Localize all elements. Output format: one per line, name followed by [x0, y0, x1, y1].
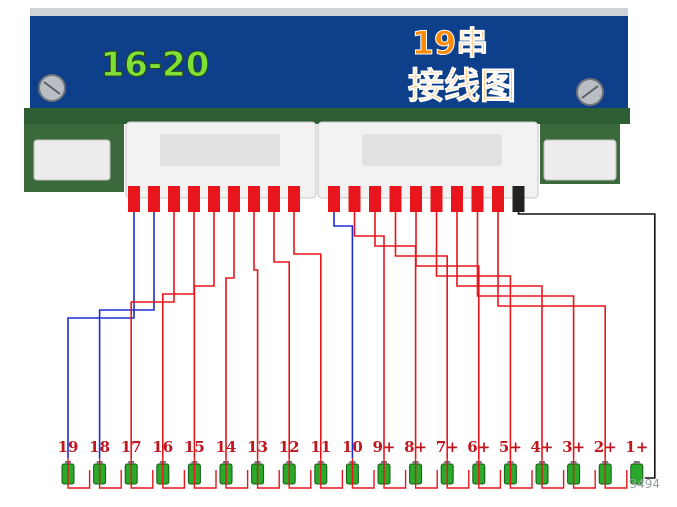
- cell-link-wire: [130, 458, 154, 489]
- connector-pin: [168, 186, 180, 212]
- terminal-label-group: 19 18 17 16 15 14 13 12 11 10 9+ 8+ 7+ 6+ 5+ 4+ 3+ 2+ 1+: [58, 438, 649, 456]
- connector-pin: [228, 186, 240, 212]
- wire-7+: [394, 212, 449, 458]
- connector-pin: [248, 186, 260, 212]
- terminal-label: 12: [279, 438, 300, 456]
- wire-2+: [497, 212, 607, 458]
- wire-18: [98, 212, 155, 458]
- connector-pin: [348, 186, 361, 212]
- board-top-edge: [30, 8, 628, 16]
- board-bottom-pcb: [24, 108, 630, 124]
- connector-pin: [471, 186, 484, 212]
- connector-pin: [208, 186, 220, 212]
- screw-right-slot: [581, 85, 599, 99]
- terminal-label: 8+: [404, 438, 427, 456]
- wire-1+: [517, 212, 656, 479]
- cell-link-wire: [478, 458, 502, 489]
- terminal-label: 16: [152, 438, 173, 456]
- connector-pin: [128, 186, 140, 212]
- wire-group: [67, 186, 656, 479]
- connector-pin: [492, 186, 504, 212]
- terminal-label: 6+: [467, 438, 490, 456]
- screw-left-slot: [43, 81, 61, 95]
- terminal-label: 10: [342, 438, 363, 456]
- cell-link-wire: [162, 458, 186, 489]
- battery-terminal-icon: [633, 461, 640, 464]
- title-series-count: 19串: [412, 24, 489, 62]
- cell-link-wire: [446, 458, 470, 489]
- wire-11: [293, 212, 322, 458]
- wire-3+: [476, 212, 575, 458]
- terminal-label: 4+: [530, 438, 553, 456]
- wire-19: [67, 212, 135, 458]
- connector-pin: [288, 186, 300, 212]
- terminal-label: 11: [310, 438, 331, 456]
- side-connector-left: [33, 139, 111, 181]
- connector-pin: [451, 186, 463, 212]
- wire-15: [193, 212, 215, 458]
- wire-10: [333, 212, 354, 458]
- cell-link-wire: [572, 458, 596, 489]
- cell-link-wire: [351, 458, 375, 489]
- connector-pin: [188, 186, 200, 212]
- terminal-label: 17: [121, 438, 142, 456]
- connector-pin: [369, 186, 381, 212]
- terminal-label: 18: [89, 438, 110, 456]
- terminal-label: 5+: [499, 438, 522, 456]
- wire-4+: [456, 212, 543, 458]
- cell-link-wire: [193, 458, 217, 489]
- cell-link-wire: [67, 458, 91, 489]
- terminal-label: 9+: [372, 438, 395, 456]
- cell-link-wire: [604, 458, 628, 489]
- wire-12: [273, 212, 291, 458]
- wire-16: [162, 212, 195, 458]
- board-surface: [30, 8, 628, 112]
- wire-6+: [415, 212, 480, 458]
- terminal-label: 13: [247, 438, 268, 456]
- wire-5+: [435, 212, 512, 458]
- terminal-label: 2+: [594, 438, 617, 456]
- cell-link-wire: [256, 458, 280, 489]
- watermark-text: 3494: [629, 477, 660, 491]
- cell-link-wire: [225, 458, 249, 489]
- connector-left-latch: [160, 134, 280, 166]
- cell-link-wire: [414, 458, 438, 489]
- terminal-label: 7+: [436, 438, 459, 456]
- cell-link-wire: [541, 458, 565, 489]
- connector-pin: [268, 186, 280, 212]
- connector-pin: [430, 186, 443, 212]
- terminal-label: 15: [184, 438, 205, 456]
- board-label: 16-20: [101, 45, 210, 85]
- terminal-label: 3+: [562, 438, 585, 456]
- cell-link-wire: [509, 458, 533, 489]
- terminal-label: 1+: [625, 438, 648, 456]
- connector-pin: [389, 186, 402, 212]
- wire-17: [130, 212, 175, 458]
- cell-link-wire: [383, 458, 407, 489]
- cell-group: [61, 458, 644, 489]
- wire-13: [253, 212, 259, 458]
- wire-9+: [353, 212, 385, 458]
- cell-link-wire: [98, 458, 122, 489]
- title-wiring-diagram: 接线图: [408, 66, 516, 107]
- connector-pin: [148, 186, 160, 212]
- connector-pin: [512, 186, 525, 212]
- terminal-label: 14: [216, 438, 237, 456]
- cell-link-wire: [320, 458, 344, 489]
- connector-pin: [410, 186, 422, 212]
- cell-link-wire: [288, 458, 312, 489]
- terminal-label: 19: [58, 438, 79, 456]
- wire-14: [225, 212, 235, 458]
- connector-pin: [328, 186, 340, 212]
- connector-right-latch: [362, 134, 502, 166]
- side-connector-right: [543, 139, 617, 181]
